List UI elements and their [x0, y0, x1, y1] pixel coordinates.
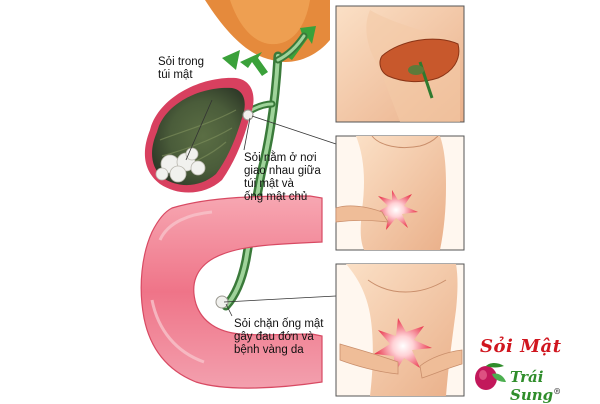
label-stone-blocking-duct: Sỏi chặn ống mật gây đau đớn và bệnh vàn…: [234, 318, 324, 356]
brand-line2: Trái Sung®: [510, 368, 562, 404]
pain-burst-lower: [374, 318, 432, 374]
panel-torso-pain-lower: [335, 263, 465, 397]
brand-line1: Sỏi Mật: [480, 336, 562, 357]
fig-icon: [475, 363, 506, 390]
liver-inset: [379, 38, 460, 83]
panel-liver: [335, 5, 465, 123]
duodenum: [140, 195, 323, 389]
duodenum-shading: [150, 210, 213, 364]
label-stone-at-junction: Sỏi nằm ở nơi giao nhau giữa túi mật và …: [244, 152, 321, 203]
gallstones-cluster: [155, 147, 206, 183]
junction-stone: [242, 109, 254, 121]
pain-burst-upper: [374, 190, 418, 230]
brand-logo: Sỏi Mật Trái Sung®: [462, 336, 598, 404]
pointer-lines: [185, 99, 337, 317]
liver-shading: [230, 0, 310, 45]
label-stones-in-gallbladder: Sỏi trong túi mật: [158, 56, 205, 81]
panel-torso-pain-upper: [335, 135, 465, 251]
